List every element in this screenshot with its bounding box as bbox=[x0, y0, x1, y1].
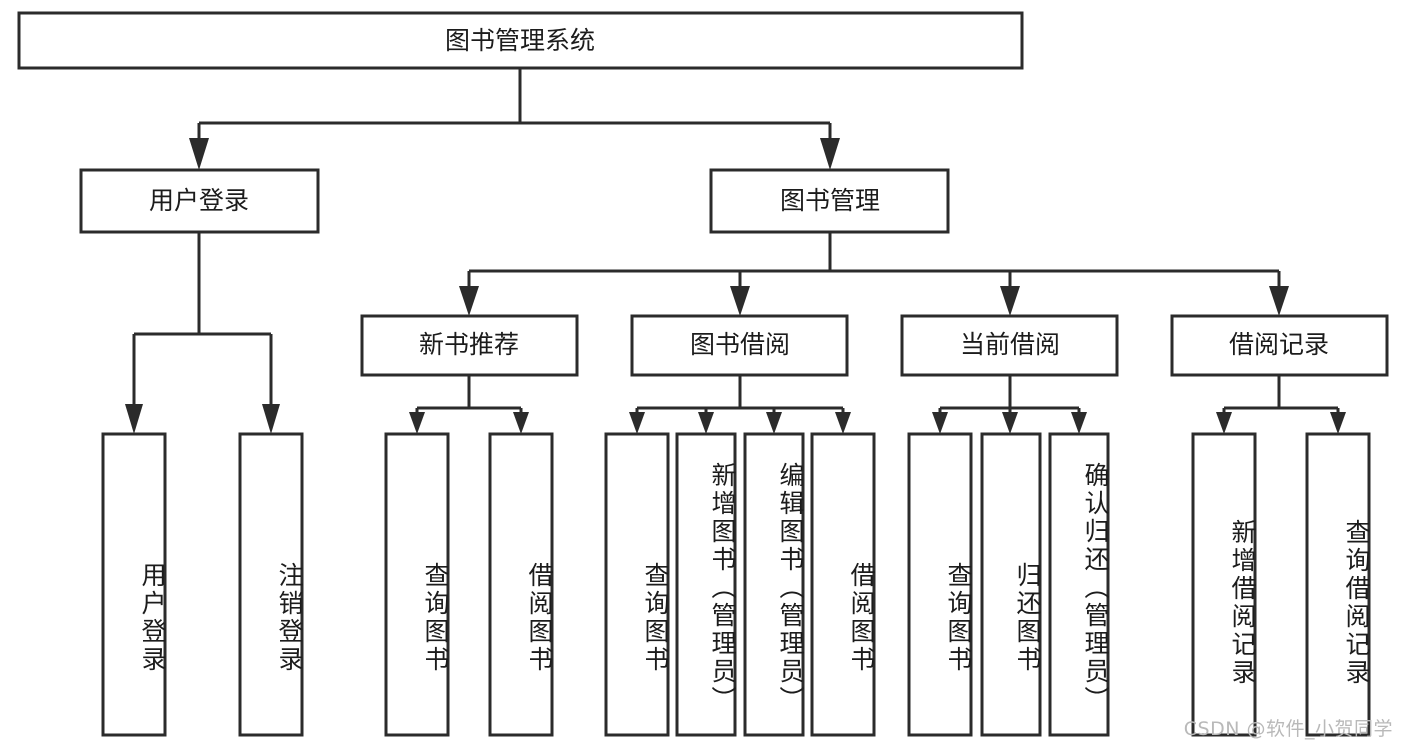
leaf-box-bb-query-book[interactable] bbox=[604, 432, 670, 737]
node-current-borrow-label: 当前借阅 bbox=[960, 330, 1060, 359]
leaf-boxes-current-borrow bbox=[907, 432, 1110, 737]
leaf-box-logout[interactable] bbox=[238, 432, 304, 737]
leaf-box-user-login[interactable] bbox=[101, 432, 167, 737]
arrow-head-leaf-cb-return bbox=[1002, 412, 1018, 434]
arrow-head-borrow-record bbox=[1269, 286, 1289, 316]
arrow-head-leaf-cb-query bbox=[932, 412, 948, 434]
node-book-management[interactable]: 图书管理 bbox=[709, 168, 950, 234]
arrow-head-book-borrow bbox=[730, 286, 750, 316]
node-user-login[interactable]: 用户登录 bbox=[79, 168, 320, 234]
csdn-watermark: CSDN @软件_小贺同学 bbox=[1183, 718, 1393, 740]
leaf-box-nb-query-book[interactable] bbox=[384, 432, 450, 737]
arrow-head-user-login bbox=[189, 138, 209, 170]
node-book-borrow-box[interactable] bbox=[630, 314, 849, 377]
leaf-box-br-query-record[interactable] bbox=[1305, 432, 1371, 737]
connector-group-current-borrow-to-leaves bbox=[932, 375, 1087, 434]
arrow-head-leaf-bb-query bbox=[629, 412, 645, 434]
node-book-management-box[interactable] bbox=[709, 168, 950, 234]
leaf-boxes-new-book-recommend bbox=[384, 432, 554, 737]
node-new-book-recommend[interactable]: 新书推荐 bbox=[360, 314, 579, 377]
connector-group-borrow-record-to-leaves bbox=[1216, 375, 1346, 434]
leaf-boxes-user-login bbox=[101, 432, 304, 737]
leaf-boxes-book-borrow bbox=[604, 432, 876, 737]
node-new-book-recommend-label: 新书推荐 bbox=[419, 330, 519, 359]
leaf-boxes-borrow-record bbox=[1191, 432, 1371, 737]
arrow-head-leaf-bb-add bbox=[698, 412, 714, 434]
leaf-box-br-add-record[interactable] bbox=[1191, 432, 1257, 737]
arrow-head-leaf-br-add bbox=[1216, 412, 1232, 434]
arrow-head-leaf-user-login bbox=[125, 404, 143, 434]
arrow-head-leaf-nb-query bbox=[409, 412, 425, 434]
arrow-head-leaf-logout bbox=[262, 404, 280, 434]
node-current-borrow[interactable]: 当前借阅 bbox=[900, 314, 1119, 377]
node-root-system-label: 图书管理系统 bbox=[445, 26, 595, 55]
node-borrow-record[interactable]: 借阅记录 bbox=[1170, 314, 1389, 377]
leaf-box-bb-edit-book[interactable] bbox=[743, 432, 805, 737]
node-borrow-record-box[interactable] bbox=[1170, 314, 1389, 377]
node-root-system[interactable]: 图书管理系统 bbox=[17, 11, 1024, 70]
arrow-head-leaf-nb-borrow bbox=[513, 412, 529, 434]
connector-group-new-book-to-leaves bbox=[409, 375, 529, 434]
connector-group-user-login-to-leaves bbox=[125, 232, 280, 434]
arrow-head-new-book-recommend bbox=[459, 286, 479, 316]
arrow-head-leaf-br-query bbox=[1330, 412, 1346, 434]
arrow-head-leaf-bb-borrow bbox=[835, 412, 851, 434]
leaf-box-cb-query-book[interactable] bbox=[907, 432, 973, 737]
node-borrow-record-label: 借阅记录 bbox=[1229, 330, 1329, 359]
node-user-login-box[interactable] bbox=[79, 168, 320, 234]
node-new-book-recommend-box[interactable] bbox=[360, 314, 579, 377]
leaf-box-nb-borrow-book[interactable] bbox=[488, 432, 554, 737]
leaf-box-bb-add-book[interactable] bbox=[675, 432, 737, 737]
node-current-borrow-box[interactable] bbox=[900, 314, 1119, 377]
node-user-login-label: 用户登录 bbox=[149, 186, 249, 215]
node-book-borrow-label: 图书借阅 bbox=[690, 330, 790, 359]
leaf-box-cb-confirm-return[interactable] bbox=[1048, 432, 1110, 737]
leaf-box-bb-borrow-book[interactable] bbox=[810, 432, 876, 737]
arrow-head-leaf-bb-edit bbox=[766, 412, 782, 434]
arrow-head-leaf-cb-confirm bbox=[1071, 412, 1087, 434]
arrow-head-current-borrow bbox=[1000, 286, 1020, 316]
connector-group-book-mgmt-to-level3 bbox=[459, 232, 1289, 316]
node-root-system-box[interactable] bbox=[17, 11, 1024, 70]
arrow-head-book-mgmt bbox=[820, 138, 840, 170]
node-book-borrow[interactable]: 图书借阅 bbox=[630, 314, 849, 377]
connector-group-root-to-level2 bbox=[189, 68, 840, 170]
leaf-box-cb-return-book[interactable] bbox=[980, 432, 1042, 737]
node-book-management-label: 图书管理 bbox=[780, 186, 880, 215]
connector-group-book-borrow-to-leaves bbox=[629, 375, 851, 434]
